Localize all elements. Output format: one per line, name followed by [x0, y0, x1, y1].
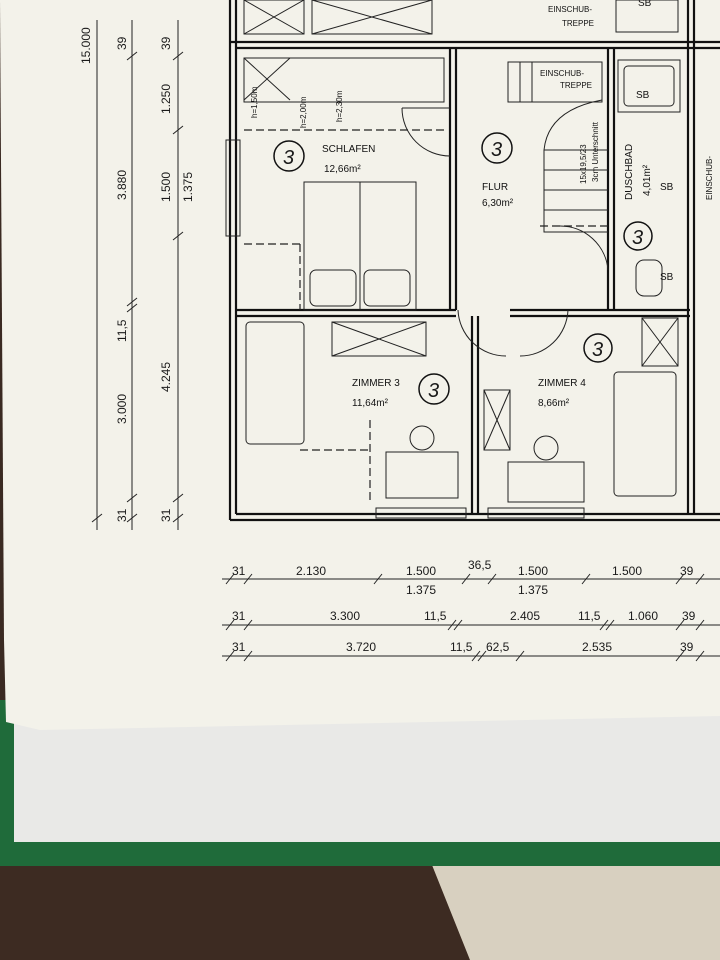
dim-row3: 2.535: [582, 640, 612, 654]
room-number: 3: [491, 139, 502, 161]
dim-row2: 2.405: [510, 609, 540, 623]
dim-row2: 39: [682, 609, 696, 623]
height-label: h=2,00m: [299, 96, 308, 128]
dim-col1-top: 39: [115, 36, 129, 50]
dim-col1: 3.000: [115, 394, 129, 424]
stair-label-top: TREPPE: [562, 19, 594, 28]
room-name: FLUR: [482, 182, 508, 193]
room-name: SCHLAFEN: [322, 144, 375, 155]
dim-row1: 36,5: [468, 558, 492, 572]
stair-note: 3cm Unterschnitt: [591, 121, 600, 182]
room-number: 3: [428, 380, 439, 402]
room-area: 4,01m²: [642, 164, 653, 196]
dim-col2-top: 39: [159, 36, 173, 50]
dim-row2: 11,5: [424, 609, 447, 623]
staircase: EINSCHUB- TREPPE 15x19,5/23 3cm Untersch…: [507, 5, 608, 233]
dim-col2: 1.250: [159, 84, 173, 114]
dim-row1: 1.500: [406, 564, 436, 578]
fixture-label: SB: [636, 90, 650, 101]
stair-label: TREPPE: [560, 81, 592, 90]
dim-col1: 31: [115, 508, 129, 522]
room-area: 11,64m²: [352, 398, 389, 409]
dim-row3: 62,5: [486, 640, 510, 654]
stair-label: EINSCHUB-: [540, 69, 584, 78]
dim-row2: 3.300: [330, 609, 360, 623]
height-label: h=2,30m: [335, 90, 344, 122]
dim-row2: 11,5: [578, 609, 601, 623]
dim-row1: 1.375: [518, 583, 548, 597]
room-number-badge: [273, 140, 305, 172]
dim-row1: 1.375: [406, 583, 436, 597]
room-number-badge: [583, 333, 613, 363]
room-area: 12,66m²: [324, 164, 361, 175]
dim-row1: 39: [680, 564, 694, 578]
dim-row1: 1.500: [518, 564, 548, 578]
room-zimmer-3: 3 ZIMMER 3 11,64m²: [245, 321, 459, 500]
horizontal-dimensions: 31 2.130 1.500 1.375 36,5 1.500 1.375 1.…: [222, 558, 720, 662]
room-zimmer-4: 3 ZIMMER 4 8,66m²: [483, 317, 679, 503]
room-schlafen: 3 SCHLAFEN 12,66m² h=1,50m h=2,00m h=2,3…: [243, 57, 445, 311]
dim-row3: 31: [232, 640, 246, 654]
fixture-label: SB: [660, 272, 674, 283]
vertical-dimensions: 15.000 39 3.880 11,5 3.000 31 39 1.250 1…: [79, 20, 195, 530]
room-number: 3: [632, 227, 643, 249]
room-number: 3: [283, 147, 294, 169]
fixture-label: SB: [638, 0, 652, 9]
room-name: DUSCHBAD: [624, 144, 635, 200]
dim-row1: 2.130: [296, 564, 326, 578]
dim-row2: 31: [232, 609, 246, 623]
upper-rooms: [243, 0, 679, 35]
dim-col2: 1.500: [159, 172, 173, 202]
dim-row1: 1.500: [612, 564, 642, 578]
under-sheet: [14, 716, 720, 842]
dim-row1: 31: [232, 564, 246, 578]
room-name: ZIMMER 4: [538, 378, 586, 389]
paper-sheet: [0, 0, 720, 730]
dim-row3: 3.720: [346, 640, 376, 654]
fabric-pattern: [430, 860, 720, 960]
room-area: 8,66m²: [538, 398, 570, 409]
room-flur: 3 FLUR 6,30m²: [401, 107, 609, 357]
room-name: ZIMMER 3: [352, 378, 400, 389]
room-number: 3: [592, 339, 603, 361]
room-duschbad: SB SB SB SB DUSCHBAD 4,01m² 3 EINSCHUB-: [617, 0, 714, 297]
dim-col1: 11,5: [115, 319, 129, 342]
room-area: 6,30m²: [482, 198, 514, 209]
dim-col2: 1.375: [181, 172, 195, 202]
fixture-label: SB: [660, 182, 674, 193]
room-number-badge: [418, 373, 450, 405]
room-number-badge: [623, 221, 653, 251]
right-cut-label: EINSCHUB-: [705, 156, 714, 200]
dim-row3: 11,5: [450, 640, 473, 654]
dim-outer-total: 15.000: [79, 27, 93, 64]
stair-label-top: EINSCHUB-: [548, 5, 592, 14]
dim-col1: 3.880: [115, 170, 129, 200]
dim-col2: 4.245: [159, 362, 173, 392]
dim-row3: 39: [680, 640, 694, 654]
height-label: h=1,50m: [250, 86, 259, 118]
dim-col2: 31: [159, 508, 173, 522]
dim-row2: 1.060: [628, 609, 658, 623]
stair-steps: 15x19,5/23: [579, 144, 588, 184]
room-number-badge: [481, 132, 513, 164]
